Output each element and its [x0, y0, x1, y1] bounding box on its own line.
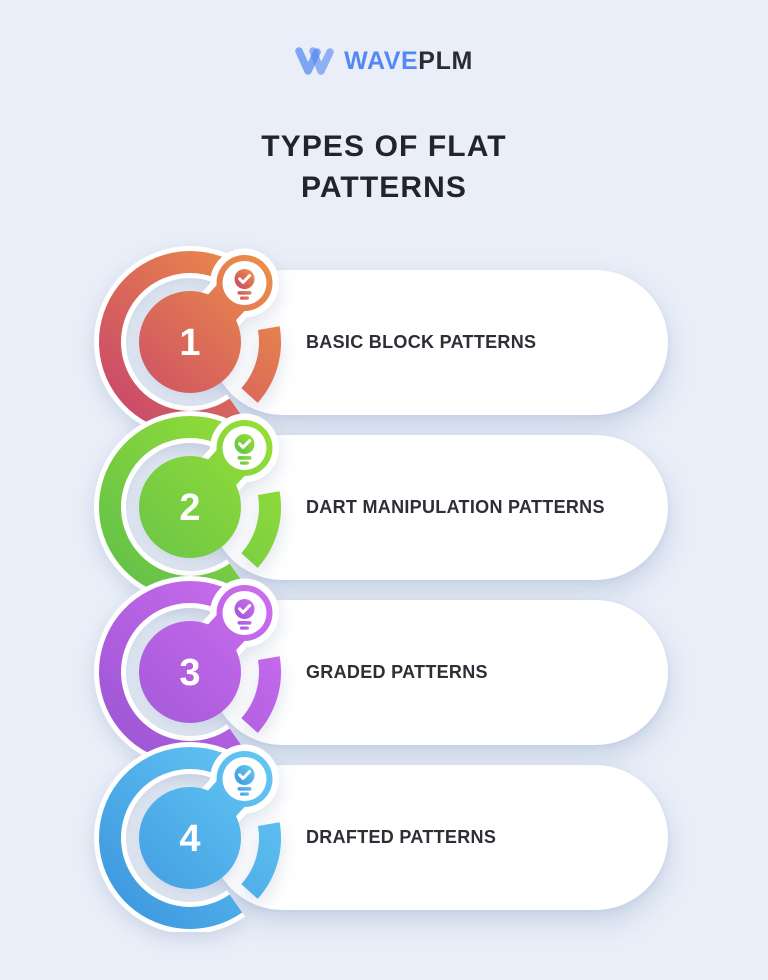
- lightbulb-check-icon: [234, 269, 255, 300]
- ring-main-arc: [99, 747, 243, 929]
- ring-side-arc: [241, 656, 282, 733]
- check-icon: [238, 604, 252, 614]
- number-circle: [139, 456, 241, 558]
- badge-number: 1: [179, 322, 200, 364]
- badge-number: 2: [179, 487, 200, 529]
- pattern-card-2: DART MANIPULATION PATTERNS: [210, 435, 668, 580]
- check-icon: [238, 439, 252, 449]
- pattern-card-1: BASIC BLOCK PATTERNS: [210, 270, 668, 415]
- ring-side-arc: [241, 491, 282, 568]
- numbered-badge-4: 4: [94, 742, 282, 932]
- ring-side-arc: [241, 822, 282, 899]
- pattern-label: GRADED PATTERNS: [306, 662, 488, 682]
- pattern-card-3: GRADED PATTERNS: [210, 600, 668, 745]
- brand-name-plm: PLM: [418, 47, 473, 75]
- lightbulb-check-icon: [234, 434, 255, 465]
- badge-number: 3: [179, 652, 200, 694]
- number-circle: [139, 787, 241, 889]
- pattern-label: DART MANIPULATION PATTERNS: [306, 497, 605, 517]
- pattern-label: DRAFTED PATTERNS: [306, 827, 497, 847]
- page-title-line1: TYPES OF FLAT: [261, 130, 507, 163]
- number-circle: [139, 621, 241, 723]
- wave-w-icon: [295, 47, 334, 75]
- badge-number: 4: [179, 818, 200, 860]
- page-title: TYPES OF FLAT PATTERNS: [0, 126, 768, 208]
- ring-side-arc: [241, 326, 282, 403]
- lightbulb-check-icon: [234, 765, 255, 796]
- check-icon: [238, 274, 252, 284]
- check-icon: [238, 770, 252, 780]
- pattern-label: BASIC BLOCK PATTERNS: [306, 332, 537, 352]
- brand-name-wave: WAVE: [344, 47, 419, 75]
- brand-logo: WAVEPLM: [0, 46, 768, 76]
- lightbulb-check-icon: [234, 599, 255, 630]
- pattern-card-4: DRAFTED PATTERNS: [210, 765, 668, 910]
- brand-name: WAVEPLM: [344, 46, 473, 76]
- page-title-line2: PATTERNS: [300, 171, 468, 204]
- number-circle: [139, 291, 241, 393]
